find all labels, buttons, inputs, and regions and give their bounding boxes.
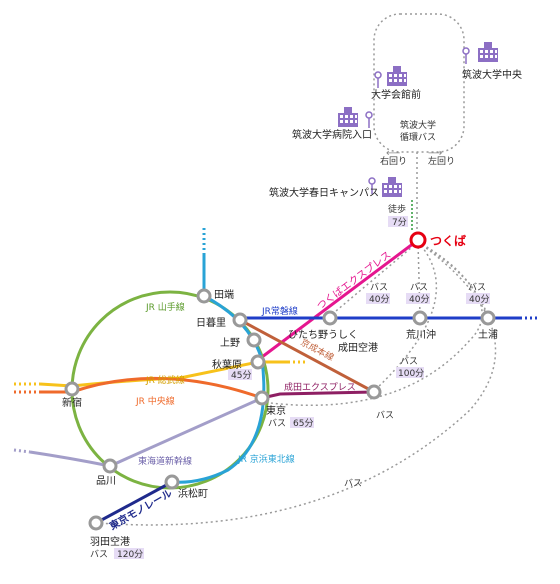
- station-tabata[interactable]: [196, 288, 212, 304]
- line-label-chuo: JR 中央線: [135, 395, 175, 407]
- station-tsuchiura[interactable]: [480, 310, 496, 326]
- svg-text:40分: 40分: [469, 294, 489, 305]
- svg-text:45分: 45分: [231, 370, 251, 381]
- bus-arakawaoki: バス 40分: [406, 282, 430, 305]
- station-nippori[interactable]: [232, 312, 248, 328]
- svg-text:左回り: 左回り: [428, 155, 455, 167]
- direction-hidarimawari: ⟶ 左回り: [428, 148, 455, 167]
- bus-route-hitachino: [329, 241, 419, 317]
- station-label-akihabara: 秋葉原: [212, 358, 242, 371]
- line-keisei: [239, 318, 375, 394]
- station-shinjuku[interactable]: [64, 381, 80, 397]
- bus-route-haneda: [97, 241, 497, 526]
- svg-text:120分: 120分: [117, 549, 143, 560]
- campus-stop-label: 筑波大学中央: [462, 68, 522, 81]
- location-pin-icon: [374, 71, 382, 89]
- station-label-shinjuku: 新宿: [62, 396, 82, 409]
- loop-bus-label-line2: 循環バス: [400, 131, 436, 143]
- campus-stop-chuo: 筑波大学中央: [462, 42, 522, 81]
- svg-text:100分: 100分: [398, 368, 424, 379]
- svg-text:バス: バス: [90, 549, 108, 560]
- location-pin-icon: [365, 111, 373, 129]
- bus-narita: バス 100分: [396, 356, 424, 379]
- campus-stop-hospital: 筑波大学病院入口: [292, 107, 373, 141]
- station-label-nippori: 日暮里: [196, 316, 226, 329]
- station-haneda[interactable]: [88, 515, 104, 531]
- station-label-shinagawa: 品川: [96, 475, 116, 487]
- svg-text:バス: バス: [370, 282, 388, 293]
- station-arakawaoki[interactable]: [412, 310, 428, 326]
- station-label-tsuchiura: 土浦: [478, 328, 498, 341]
- station-tsukuba[interactable]: [409, 231, 427, 249]
- svg-text:65分: 65分: [293, 418, 313, 429]
- line-label-joban: JR常磐線: [261, 305, 298, 317]
- university-building-icon: [382, 177, 402, 197]
- walk-label: 徒歩: [388, 203, 406, 215]
- station-label-tokyo: 東京: [266, 404, 286, 417]
- svg-text:右回り: 右回り: [380, 155, 407, 167]
- line-tsukuba-express: [257, 238, 419, 362]
- bus-tsuchiura: バス 40分: [466, 282, 490, 305]
- line-label-monorail: 東京モノレール: [107, 486, 174, 532]
- svg-text:バス: バス: [344, 478, 362, 489]
- station-label-narita: 成田空港: [338, 341, 378, 354]
- station-label-hitachino-ushiku: ひたち野うしく: [288, 329, 358, 341]
- arrow-left-icon: ⟵: [386, 148, 400, 159]
- line-monorail: [95, 480, 173, 525]
- university-building-icon: [338, 107, 358, 127]
- svg-text:バス: バス: [376, 410, 394, 421]
- bus-route-narita: [374, 241, 438, 391]
- direction-migimawari: ⟵ 右回り: [380, 148, 407, 167]
- svg-text:バス: バス: [468, 282, 486, 293]
- station-label-tsukuba: つくば: [430, 233, 466, 248]
- station-akihabara[interactable]: [250, 354, 266, 370]
- line-label-sobu: JR 総武線: [145, 374, 185, 386]
- svg-text:バス: バス: [268, 418, 286, 429]
- station-label-haneda: 羽田空港: [90, 535, 130, 548]
- line-chuo: [40, 376, 263, 400]
- line-label-keihin-tohoku: JR 京浜東北線: [237, 453, 295, 465]
- station-ueno[interactable]: [246, 332, 262, 348]
- svg-text:40分: 40分: [369, 294, 389, 305]
- bus-haneda: バス バス 120分: [90, 478, 362, 560]
- university-building-icon: [478, 42, 498, 62]
- university-building-icon: [387, 66, 407, 86]
- bus-hitachino: バス 40分: [366, 282, 390, 305]
- line-label-yamanote: JR 山手線: [145, 301, 185, 313]
- loop-bus-route: [373, 13, 465, 153]
- station-label-hamamatsucho: 浜松町: [178, 487, 208, 500]
- station-narita[interactable]: [366, 384, 382, 400]
- campus-stop-kasuga: 筑波大学春日キャンパス: [269, 177, 402, 199]
- walk-time-badge: 7分: [392, 217, 407, 228]
- campus-stop-label: 筑波大学春日キャンパス: [269, 186, 379, 199]
- campus-stop-kaikan: 大学会館前: [371, 66, 421, 101]
- station-label-tabata: 田端: [214, 288, 234, 301]
- svg-text:バス: バス: [410, 282, 428, 293]
- campus-stop-label: 大学会館前: [371, 88, 421, 101]
- line-label-tokaido: 東海道新幹線: [138, 455, 192, 467]
- station-shinagawa[interactable]: [102, 458, 118, 474]
- arrow-right-icon: ⟶: [428, 148, 442, 159]
- station-label-ueno: 上野: [220, 337, 240, 349]
- svg-text:バス: バス: [400, 356, 418, 367]
- line-label-narita-express: 成田エクスプレス: [284, 381, 356, 393]
- station-hitachino-ushiku[interactable]: [322, 310, 338, 326]
- station-label-arakawaoki: 荒川沖: [406, 328, 436, 341]
- svg-text:40分: 40分: [409, 294, 429, 305]
- bus-route-tokyo: [261, 241, 483, 407]
- bus-akihabara-time: 45分: [228, 369, 252, 381]
- line-tokaido-continuation: [13, 448, 31, 454]
- bus-tokyo: バス 65分 バス: [268, 410, 394, 429]
- station-hamamatsucho[interactable]: [164, 474, 180, 490]
- loop-bus-label-line1: 筑波大学: [400, 119, 436, 131]
- campus-stop-label: 筑波大学病院入口: [292, 128, 372, 141]
- station-tokyo[interactable]: [254, 390, 270, 406]
